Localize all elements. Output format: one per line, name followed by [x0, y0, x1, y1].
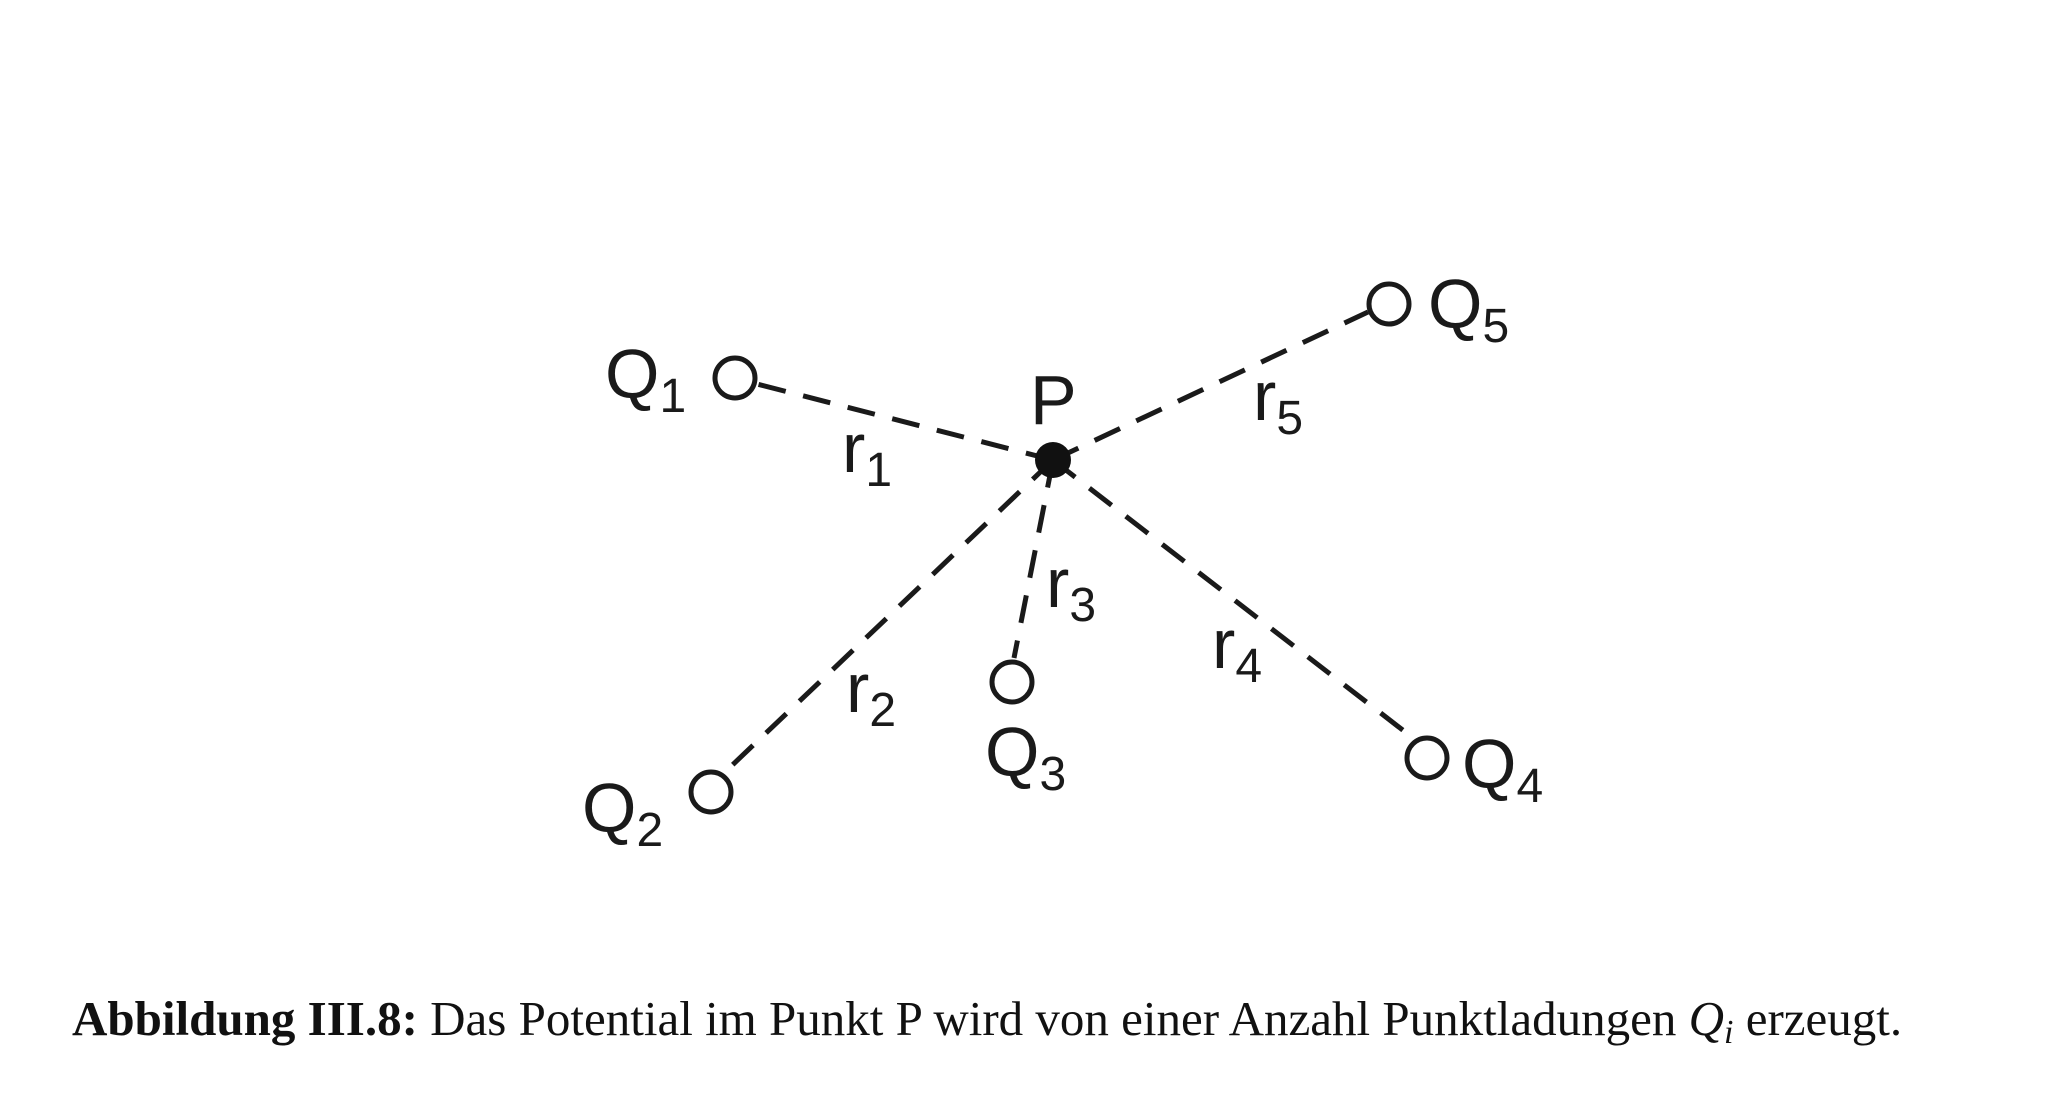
- distance-line-r3: [1011, 459, 1056, 659]
- charge-q3-index: 3: [1039, 748, 1066, 801]
- distance-r4-label: r4: [1212, 605, 1262, 693]
- charge-q3-circle: [989, 659, 1035, 705]
- point-p-dot: [1035, 442, 1071, 478]
- charge-q4-circle: [1404, 735, 1450, 781]
- distance-r5-index: 5: [1276, 392, 1303, 445]
- distance-r1-letter: r: [842, 409, 865, 487]
- caption-symbol-sub: i: [1724, 1014, 1734, 1051]
- charge-q1-letter: Q: [605, 335, 659, 413]
- charge-q2-index: 2: [636, 804, 663, 857]
- distance-line-r4: [1051, 458, 1415, 740]
- distance-r5-letter: r: [1253, 357, 1276, 435]
- charge-q1-circle: [712, 355, 758, 401]
- distance-r3-letter: r: [1046, 544, 1069, 622]
- distance-r2-index: 2: [869, 684, 896, 737]
- charge-q5-label: Q5: [1428, 265, 1509, 353]
- charge-q2-circle: [688, 769, 734, 815]
- charge-q2-letter: Q: [582, 769, 636, 847]
- caption-end: erzeugt.: [1733, 991, 1903, 1046]
- distance-r1-label: r1: [842, 409, 892, 497]
- charge-q4-label: Q4: [1462, 725, 1543, 813]
- distance-r4-letter: r: [1212, 605, 1235, 683]
- distance-line-r2: [723, 458, 1055, 774]
- distance-r1-index: 1: [865, 444, 892, 497]
- charge-q1-index: 1: [659, 370, 686, 423]
- point-p-label: P: [1030, 361, 1077, 439]
- distance-line-r5: [1051, 309, 1370, 463]
- distance-r2-label: r2: [846, 649, 896, 737]
- charge-q1-label: Q1: [605, 335, 686, 423]
- figure-caption: Abbildung III.8: Das Potential im Punkt …: [72, 990, 2032, 1052]
- distance-r4-index: 4: [1235, 640, 1262, 693]
- distance-r2-letter: r: [846, 649, 869, 727]
- caption-text: Das Potential im Punkt P wird von einer …: [417, 991, 1689, 1046]
- caption-symbol: Q: [1688, 991, 1724, 1046]
- distance-r3-label: r3: [1046, 544, 1096, 632]
- distance-r3-index: 3: [1069, 579, 1096, 632]
- charge-q3-letter: Q: [985, 713, 1039, 791]
- distance-r5-label: r5: [1253, 357, 1303, 445]
- charge-q3-label: Q3: [985, 713, 1066, 801]
- charge-q4-index: 4: [1516, 760, 1543, 813]
- charge-q5-letter: Q: [1428, 265, 1482, 343]
- caption-label: Abbildung III.8:: [72, 991, 418, 1046]
- charge-q2-label: Q2: [582, 769, 663, 857]
- charge-q4-letter: Q: [1462, 725, 1516, 803]
- charge-q5-circle: [1366, 281, 1412, 327]
- charge-q5-index: 5: [1482, 300, 1509, 353]
- distance-line-r1: [756, 381, 1054, 463]
